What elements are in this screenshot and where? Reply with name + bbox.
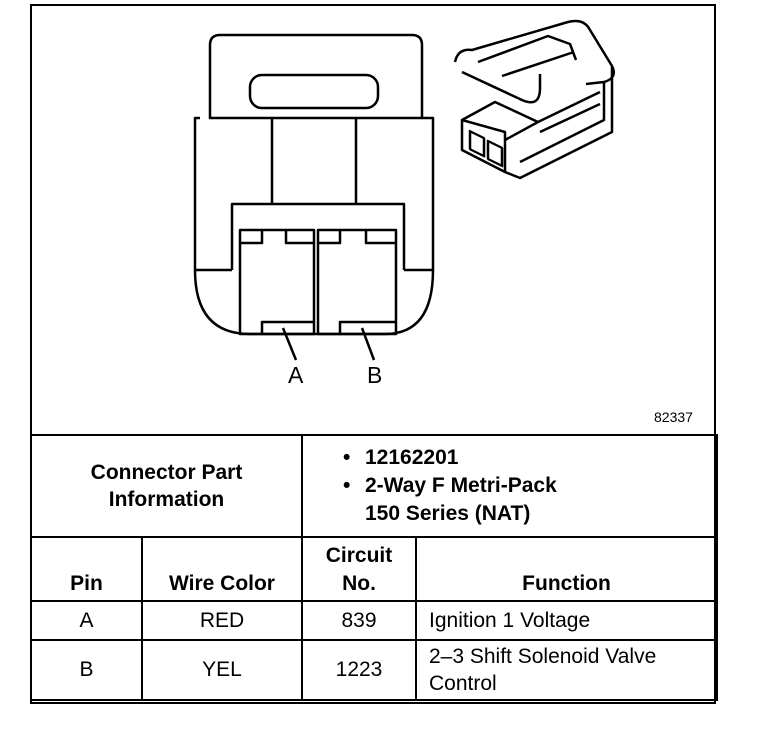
row-b-function-line1: 2–3 Shift Solenoid Valve [429, 645, 657, 668]
connector-info-heading: Connector Part Information [30, 434, 303, 538]
connector-latch [208, 33, 424, 120]
description-line1: 2-Way F Metri-Pack [365, 474, 557, 497]
table-row: A RED 839 Ignition 1 Voltage [30, 600, 718, 641]
table-row: B YEL 1223 2–3 Shift Solenoid Valve Cont… [30, 639, 718, 701]
description-line2: 150 Series (NAT) [365, 502, 531, 525]
figure-id: 82337 [654, 409, 693, 425]
row-a-wire-color: RED [141, 600, 303, 641]
pin-a-leader [281, 327, 298, 361]
row-b-function-line2: Control [429, 672, 497, 695]
diagram-frame [30, 4, 716, 704]
latch-slot [248, 73, 380, 110]
header-wire-color: Wire Color [141, 536, 303, 602]
pin-b-leader [360, 327, 376, 361]
header-circuit-line1: Circuit [325, 544, 393, 567]
header-circuit-line2: No. [342, 572, 376, 595]
bullet-icon: • [343, 446, 351, 469]
table-header-row: Pin Wire Color Circuit No. Function [30, 536, 718, 602]
pin-b-label: B [367, 362, 383, 388]
header-circuit: Circuit No. [301, 536, 417, 602]
row-a-pin: A [30, 600, 143, 641]
connector-info-row: Connector Part Information • 12162201 • 2-… [30, 434, 718, 538]
pin-b-cavity [316, 228, 398, 336]
row-a-circuit: 839 [301, 600, 417, 641]
row-b-wire-color: YEL [141, 639, 303, 701]
pin-a-cavity [238, 228, 316, 336]
row-b-pin: B [30, 639, 143, 701]
row-b-circuit: 1223 [301, 639, 417, 701]
row-a-function: Ignition 1 Voltage [415, 600, 718, 641]
connector-table: Connector Part Information • 12162201 • 2-… [30, 434, 718, 701]
row-b-function: 2–3 Shift Solenoid Valve Control [415, 639, 718, 701]
connector-illustration [193, 19, 615, 361]
header-pin: Pin [30, 536, 143, 602]
connector-info-heading-text: Connector Part Information [90, 461, 243, 511]
header-function: Function [415, 536, 718, 602]
part-number: 12162201 [365, 446, 459, 469]
connector-info-details: • 12162201 • 2-Way F Metri-Pack 150 Series… [301, 434, 718, 538]
isometric-connector-view [453, 19, 615, 180]
bullet-icon: • [343, 474, 351, 497]
pin-a-label: A [288, 362, 304, 388]
